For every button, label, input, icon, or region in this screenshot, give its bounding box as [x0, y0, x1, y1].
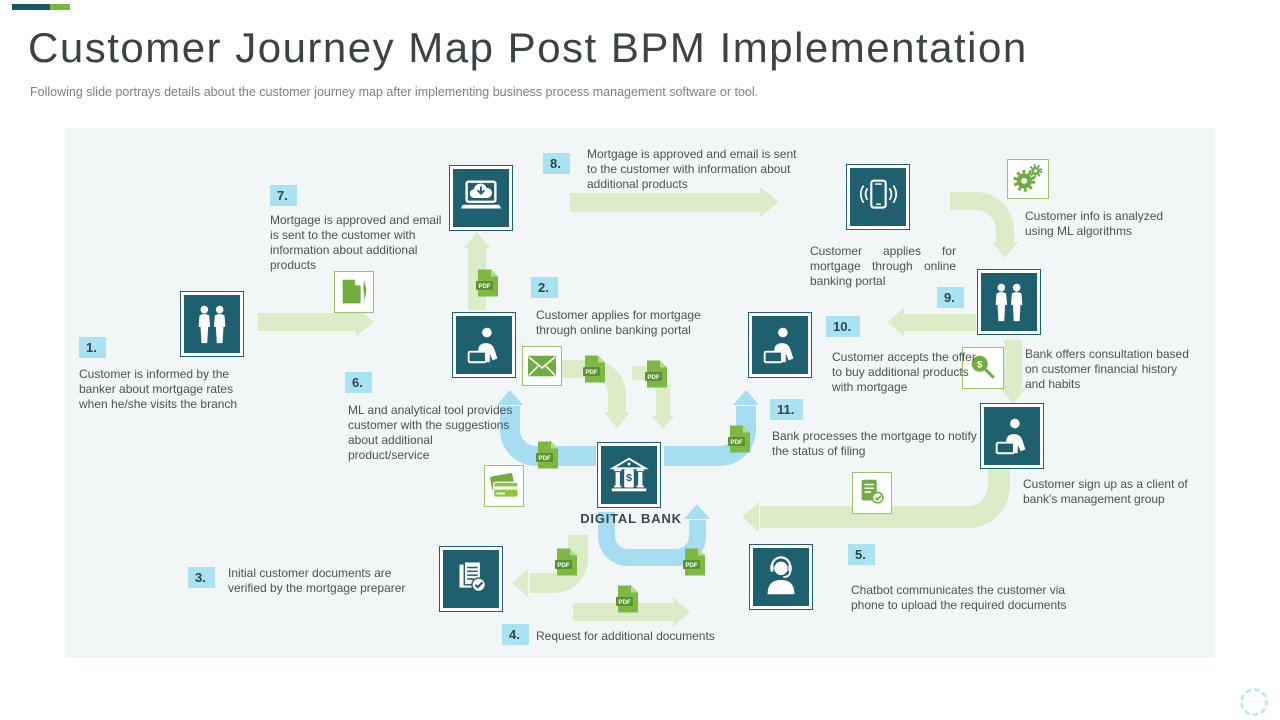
arrow-9-to-10-head [887, 308, 904, 336]
step-8-badge: 8. [543, 153, 570, 174]
step-3-tile [439, 546, 503, 612]
arrow-bank-to-11-head [733, 390, 759, 405]
step-5-tile [749, 544, 813, 610]
digital-bank-label: DIGITAL BANK [580, 511, 682, 526]
loading-spinner-icon [1240, 688, 1268, 716]
arrow-phone-to-9-head [992, 242, 1018, 258]
header-accent-bar-teal [12, 4, 50, 10]
step-2-tile [452, 312, 516, 378]
caption-signup: Customer sign up as a client of bank's m… [1023, 477, 1188, 506]
arrow-step8-right-head [760, 187, 779, 217]
arrow-9-down-head [1000, 388, 1026, 404]
documents-check-icon [443, 550, 499, 608]
caption-portal: Customer applies for mortgage through on… [810, 244, 956, 288]
arrow-bank-to-5-a [598, 512, 656, 566]
svg-text:$: $ [626, 472, 632, 484]
note-pen-icon [334, 271, 374, 313]
bank-building-icon: $ [601, 446, 657, 504]
page-subtitle: Following slide portrays details about t… [30, 85, 759, 99]
two-people-icon [981, 273, 1037, 331]
step-9-badge: 9. [937, 287, 964, 308]
step-2-badge: 2. [531, 277, 558, 298]
digital-bank-tile: $ [597, 442, 661, 508]
step-5-text: Chatbot communicates the customer via ph… [851, 583, 1067, 612]
arrow-9-down [1004, 340, 1022, 388]
arrow-9-to-10 [904, 314, 976, 331]
step-7-tile [449, 165, 513, 231]
step-4-text: Request for additional documents [536, 629, 715, 643]
step-11-badge: 11. [770, 399, 804, 420]
svg-text:PDF: PDF [557, 562, 570, 569]
page-title: Customer Journey Map Post BPM Implementa… [28, 24, 1028, 71]
svg-text:$: $ [977, 360, 983, 371]
pdf-file-icon: PDF [615, 584, 641, 614]
arrow-up-to-laptop-head [464, 232, 490, 248]
arrow-step1-right-head [356, 308, 374, 336]
smartphone-icon [850, 168, 906, 226]
step-10-badge: 10. [826, 316, 861, 337]
svg-text:PDF: PDF [685, 562, 698, 569]
person-laptop-icon [456, 316, 512, 374]
step-1-text: Customer is informed by the banker about… [79, 367, 238, 411]
arrow-bank-to-6-head [497, 390, 523, 405]
pdf-file-icon: PDF [535, 440, 561, 470]
arrow-step8-right [570, 193, 762, 212]
svg-text:PDF: PDF [618, 599, 631, 606]
gears-icon [1007, 159, 1049, 199]
pdf-file-icon: PDF [554, 547, 580, 577]
step-2-text: Customer applies for mortgage through on… [536, 308, 701, 337]
arrow-signup-to-bank-head [742, 502, 759, 532]
envelope-icon [522, 346, 562, 386]
step-4-badge: 4. [502, 624, 529, 645]
step-10-tile [748, 312, 812, 378]
step-6-badge: 6. [345, 372, 372, 393]
svg-text:PDF: PDF [478, 283, 491, 290]
step-6-text: ML and analytical tool provides customer… [348, 403, 513, 462]
step-7-badge: 7. [270, 185, 297, 206]
step-1-tile [180, 291, 244, 357]
step-10-text: Customer accepts the offer to buy additi… [832, 350, 976, 394]
arrow-2-to-bank-1-head [604, 412, 630, 428]
step-3-badge: 3. [188, 567, 215, 588]
arrow-step1-right [258, 313, 358, 331]
arrow-bank-to-3-head [512, 569, 528, 597]
caption-consultation: Bank offers consultation based on custom… [1025, 347, 1189, 391]
person-laptop-icon [752, 316, 808, 374]
svg-text:PDF: PDF [730, 439, 743, 446]
person-laptop-icon [984, 407, 1040, 465]
phone-tile [846, 164, 910, 230]
header-accent-bar-green [50, 4, 70, 10]
step-8-text: Mortgage is approved and email is sent t… [587, 147, 797, 191]
svg-text:PDF: PDF [585, 369, 598, 376]
svg-text:PDF: PDF [647, 374, 660, 381]
doc-check-icon [852, 472, 892, 514]
magnifier-dollar-icon: $ [962, 347, 1004, 389]
pdf-file-icon: PDF [582, 354, 608, 384]
pdf-file-icon: PDF [644, 359, 670, 389]
step-9-tile [977, 269, 1041, 335]
step-1-badge: 1. [79, 337, 106, 358]
step-7-text: Mortgage is approved and email is sent t… [270, 213, 442, 272]
signup-tile [980, 403, 1044, 469]
caption-ml-analysis: Customer info is analyzed using ML algor… [1025, 209, 1164, 238]
step-11-text: Bank processes the mortgage to notify th… [772, 429, 977, 458]
two-people-icon [184, 295, 240, 353]
support-agent-icon [753, 548, 809, 606]
pdf-file-icon: PDF [727, 424, 753, 454]
laptop-cloud-icon [453, 169, 509, 227]
step-3-text: Initial customer documents are verified … [228, 566, 406, 595]
step-5-badge: 5. [848, 544, 875, 565]
arrow-bank-to-5-head [684, 504, 710, 519]
pdf-file-icon: PDF [475, 268, 501, 298]
pdf-file-icon: PDF [682, 547, 708, 577]
arrow-step4-right-head [673, 597, 690, 627]
svg-text:PDF: PDF [538, 455, 551, 462]
credit-card-icon [484, 465, 524, 507]
